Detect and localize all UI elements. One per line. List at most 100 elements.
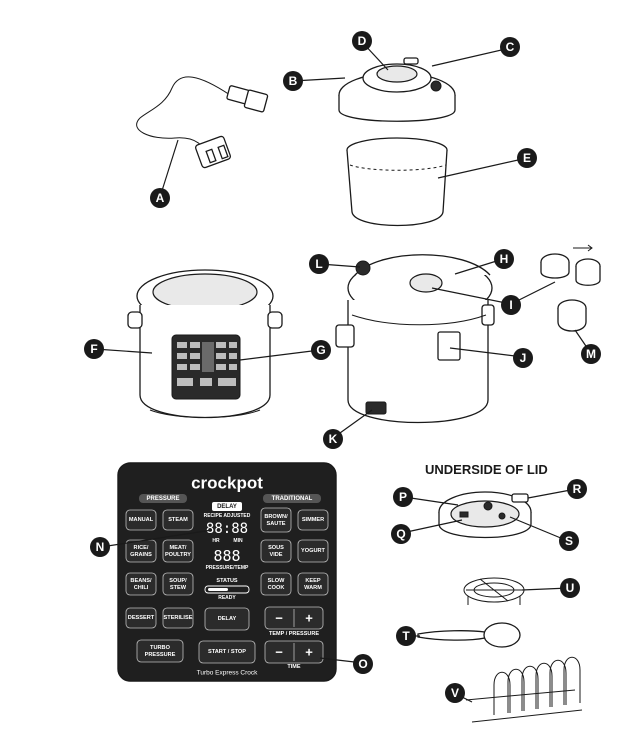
pressure-display: 888 <box>213 547 240 565</box>
slow-cook-button[interactable]: SLOW COOK <box>260 572 292 596</box>
model-name: Turbo Express Crock <box>197 670 259 677</box>
svg-text:V: V <box>451 686 459 700</box>
svg-text:START / STOP: START / STOP <box>208 649 246 655</box>
svg-text:GRAINS: GRAINS <box>130 552 152 558</box>
callout-u: U <box>560 578 580 598</box>
callout-o: O <box>353 654 373 674</box>
release-valves <box>540 244 601 332</box>
svg-text:TURBO: TURBO <box>150 645 171 651</box>
lid-underside <box>438 491 532 539</box>
simmer-button[interactable]: SIMMER <box>297 509 329 531</box>
status-label: STATUS <box>216 578 238 584</box>
svg-text:C: C <box>506 40 515 54</box>
turbo-pressure-button[interactable]: TURBO PRESSURE <box>136 639 184 663</box>
dessert-button[interactable]: DESSERT <box>125 607 157 629</box>
svg-text:P: P <box>399 490 407 504</box>
callouts: A B C D E F G H I J K L M N O P Q R S T … <box>84 31 601 703</box>
callout-k: K <box>323 429 343 449</box>
svg-text:CHILI: CHILI <box>134 585 149 591</box>
svg-text:A: A <box>156 191 165 205</box>
svg-text:VIDE: VIDE <box>269 552 282 558</box>
yogurt-button[interactable]: YOGURT <box>297 539 329 563</box>
sterilise-button[interactable]: STERILISE <box>162 607 194 629</box>
temp-pressure-control[interactable]: − + <box>264 606 324 630</box>
svg-text:J: J <box>520 351 527 365</box>
callout-s: S <box>559 531 579 551</box>
svg-text:SOUP/: SOUP/ <box>169 578 187 584</box>
svg-text:B: B <box>289 74 298 88</box>
svg-text:MEAT/: MEAT/ <box>170 545 187 551</box>
svg-text:SLOW: SLOW <box>268 578 285 584</box>
svg-text:DESSERT: DESSERT <box>128 615 155 621</box>
keep-warm-button[interactable]: KEEP WARM <box>297 572 329 596</box>
callout-t: T <box>396 626 416 646</box>
control-panel: crockpot PRESSURE TRADITIONAL DELAY RECI… <box>117 462 337 682</box>
callout-j: J <box>513 348 533 368</box>
svg-text:POULTRY: POULTRY <box>165 552 191 558</box>
svg-text:STEAM: STEAM <box>168 517 188 523</box>
angled-unit <box>335 254 495 424</box>
callout-d: D <box>352 31 372 51</box>
svg-text:F: F <box>90 342 97 356</box>
time-control[interactable]: − + <box>264 640 324 664</box>
temp-minus-icon[interactable]: − <box>275 611 283 626</box>
svg-text:RICE/: RICE/ <box>134 545 149 551</box>
brand-logo: crockpot <box>191 474 263 493</box>
callout-f: F <box>84 339 104 359</box>
steam-button[interactable]: STEAM <box>162 509 194 531</box>
callout-r: R <box>567 479 587 499</box>
callout-e: E <box>517 148 537 168</box>
brown-saute-button[interactable]: BROWN/ SAUTE <box>260 507 292 533</box>
delay-button[interactable]: DELAY <box>204 607 250 631</box>
underside-heading: UNDERSIDE OF LID <box>425 462 548 477</box>
svg-text:D: D <box>358 34 367 48</box>
svg-text:Q: Q <box>396 527 405 541</box>
callout-i: I <box>501 295 521 315</box>
svg-text:K: K <box>329 432 338 446</box>
callout-n: N <box>90 537 110 557</box>
meat-poultry-button[interactable]: MEAT/ POULTRY <box>162 539 194 563</box>
svg-text:U: U <box>566 581 575 595</box>
svg-text:STERILISE: STERILISE <box>164 615 193 621</box>
callout-m: M <box>581 344 601 364</box>
svg-text:H: H <box>500 252 509 266</box>
svg-text:E: E <box>523 151 531 165</box>
time-display: 88:88 <box>206 521 248 537</box>
inner-pot <box>346 137 448 227</box>
callout-v: V <box>445 683 465 703</box>
svg-text:KEEP: KEEP <box>305 578 321 584</box>
svg-text:WARM: WARM <box>304 585 322 591</box>
beans-chili-button[interactable]: BEANS/ CHILI <box>125 572 157 596</box>
delay-badge: DELAY <box>217 504 237 510</box>
svg-text:MANUAL: MANUAL <box>129 517 154 523</box>
rice-grains-button[interactable]: RICE/ GRAINS <box>125 539 157 563</box>
trivet <box>463 577 525 605</box>
svg-text:M: M <box>586 347 596 361</box>
svg-text:S: S <box>565 534 573 548</box>
svg-text:O: O <box>358 657 367 671</box>
traditional-header: TRADITIONAL <box>272 496 313 502</box>
svg-text:N: N <box>96 540 105 554</box>
svg-text:DELAY: DELAY <box>218 616 237 622</box>
callout-l: L <box>309 254 329 274</box>
callout-g: G <box>311 340 331 360</box>
front-unit <box>127 269 283 419</box>
callout-h: H <box>494 249 514 269</box>
temp-plus-icon[interactable]: + <box>305 611 313 626</box>
svg-text:STEW: STEW <box>170 585 187 591</box>
manual-button[interactable]: MANUAL <box>125 509 157 531</box>
svg-text:SOUS: SOUS <box>268 545 284 551</box>
min-label: MIN <box>233 538 243 544</box>
callout-p: P <box>393 487 413 507</box>
power-cord <box>136 76 269 169</box>
temp-pressure-label: TEMP / PRESSURE <box>269 631 319 637</box>
hr-label: HR <box>212 538 220 544</box>
time-plus-icon[interactable]: + <box>305 645 313 660</box>
svg-text:I: I <box>509 298 512 312</box>
start-stop-button[interactable]: START / STOP <box>198 640 256 664</box>
callout-b: B <box>283 71 303 91</box>
time-minus-icon[interactable]: − <box>275 645 283 660</box>
soup-stew-button[interactable]: SOUP/ STEW <box>162 572 194 596</box>
sous-vide-button[interactable]: SOUS VIDE <box>260 539 292 563</box>
